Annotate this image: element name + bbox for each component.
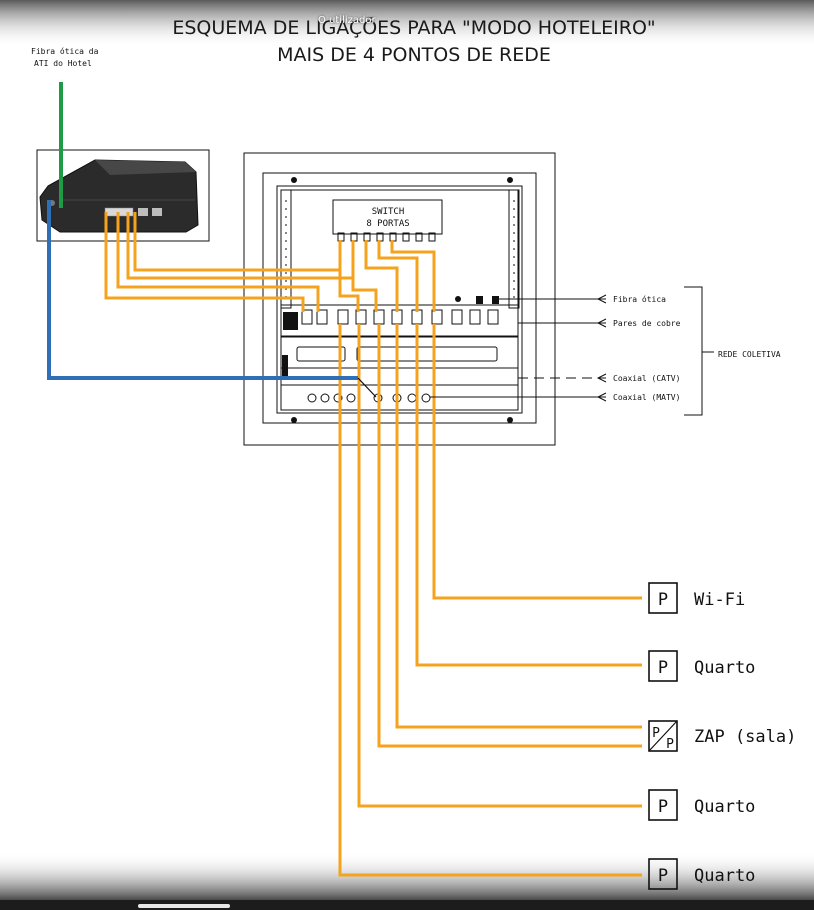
outlet-label: ZAP (sala) (694, 727, 796, 747)
outlet-symbol: P (658, 866, 668, 886)
outlet-wires (338, 324, 642, 877)
coax-jumper (357, 377, 377, 398)
home-indicator[interactable] (138, 904, 230, 908)
coax-wire (47, 200, 358, 380)
top-shade (0, 0, 814, 48)
patch-jacks (301, 309, 499, 325)
bottom-bar (0, 900, 814, 910)
label-rede-coletiva: REDE COLETIVA (718, 350, 781, 359)
outlet-label: Quarto (694, 866, 755, 886)
label-pares: Pares de cobre (613, 319, 681, 328)
coax-connectors (307, 393, 431, 403)
svg-text:P: P (666, 737, 674, 752)
label-catv: Coaxial (CATV) (613, 374, 680, 383)
outlet-label: Wi-Fi (694, 590, 745, 610)
outlet-symbol: P (658, 658, 668, 678)
switch-label-line-2: 8 PORTAS (366, 219, 409, 229)
outlet-symbol: P (658, 797, 668, 817)
fiber-label-line-2: ATI do Hotel (34, 59, 92, 68)
outlet-zap-sala: P P ZAP (sala) (648, 720, 796, 752)
outlet-label: Quarto (694, 658, 755, 678)
outlet-wifi: P Wi-Fi (648, 582, 745, 614)
switch-ports (337, 232, 436, 242)
title-line-2: MAIS DE 4 PONTOS DE REDE (277, 44, 551, 66)
bottom-shade (0, 852, 814, 902)
outlet-quarto-3: P Quarto (648, 858, 755, 890)
label-fibra: Fibra ótica (613, 294, 666, 304)
svg-text:P: P (652, 726, 660, 741)
outlet-symbol: P (658, 590, 668, 610)
outlet-quarto-2: P Quarto (648, 789, 755, 821)
label-matv: Coaxial (MATV) (613, 393, 680, 402)
router-switch-wires (104, 212, 355, 312)
outlet-label: Quarto (694, 797, 755, 817)
title-line-1: ESQUEMA DE LIGAÇÕES PARA "MODO HOTELEIRO… (172, 16, 655, 39)
outlet-quarto-1: P Quarto (648, 650, 755, 682)
switch-patch-wires (338, 240, 436, 312)
external-feeds (430, 286, 714, 416)
fiber-label-line-1: Fibra ótica da (31, 46, 99, 56)
user-overlay-label: O utilizador (318, 15, 376, 26)
switch-label-line-1: SWITCH (372, 207, 405, 217)
